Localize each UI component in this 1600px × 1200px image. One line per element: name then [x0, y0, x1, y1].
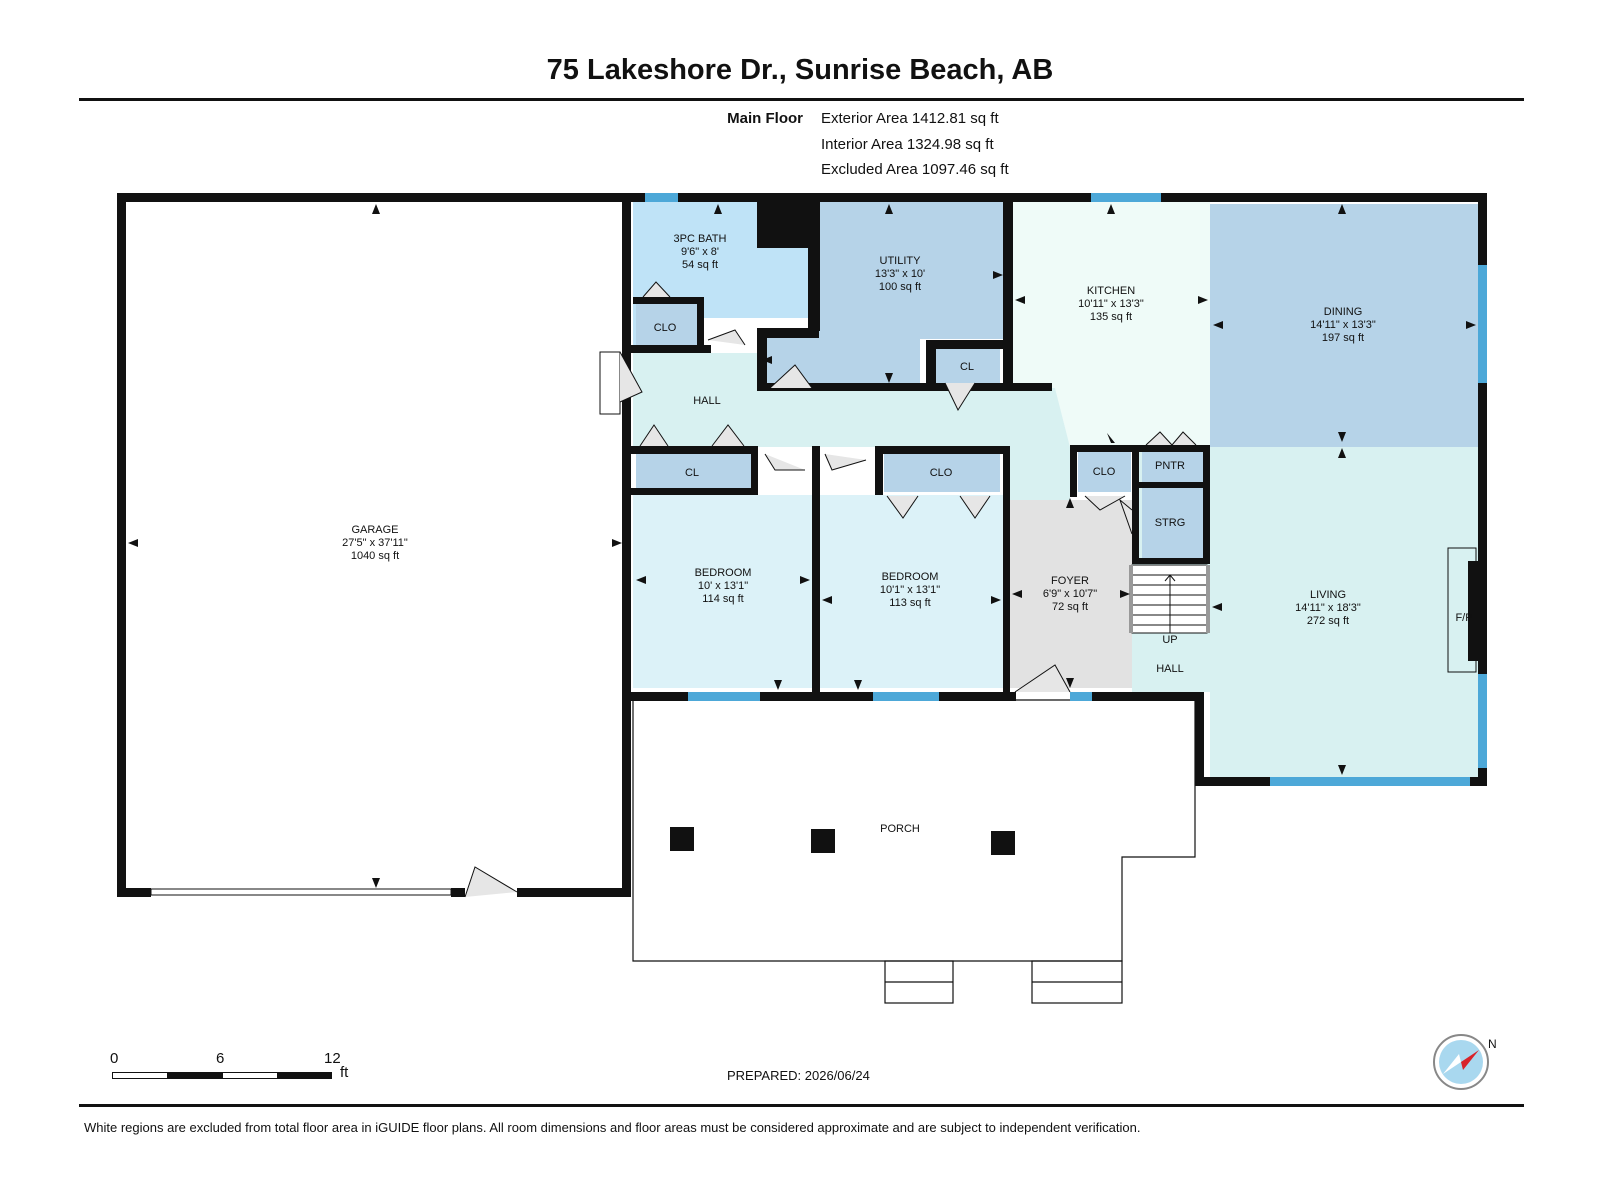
interior-area: Interior Area 1324.98 sq ft [821, 136, 994, 153]
kitchen-name: KITCHEN [1087, 285, 1135, 297]
foyer-dimensions: 6'9" x 10'7" [1043, 588, 1097, 600]
cl-utility-fill [934, 349, 1000, 385]
lower-hall-fill [1132, 632, 1212, 692]
kitchen-fill [1013, 201, 1210, 447]
foyer-area: 72 sq ft [1052, 601, 1088, 613]
bedroom1-dimensions: 10' x 13'1" [698, 580, 748, 592]
clo-bath-fill [636, 304, 698, 346]
excluded-area: Excluded Area 1097.46 sq ft [821, 161, 1009, 178]
living-name: LIVING [1310, 589, 1346, 601]
bedroom2-area: 113 sq ft [889, 597, 930, 609]
scale-tick-12: 12 [324, 1050, 341, 1067]
cl-hall-label: CL [685, 467, 699, 479]
utility-dimensions: 13'3" x 10' [875, 268, 925, 280]
door-swings [599, 281, 1197, 693]
stairs [1129, 564, 1210, 634]
pntr-label: PNTR [1155, 460, 1185, 472]
bedroom1-area: 114 sq ft [702, 593, 743, 605]
clo-bed2-fill [884, 454, 1000, 492]
dining-fill [1210, 204, 1480, 447]
footer-rule [79, 1104, 1524, 1107]
strg-label: STRG [1155, 517, 1186, 529]
dining-area: 197 sq ft [1322, 332, 1364, 344]
foyer-fill [1010, 500, 1132, 688]
utility-name: UTILITY [880, 255, 922, 267]
bedroom1-name: BEDROOM [695, 567, 752, 579]
page-title: 75 Lakeshore Dr., Sunrise Beach, AB [546, 54, 1054, 86]
garage-fill [123, 201, 625, 889]
floor-label: Main Floor [727, 110, 803, 127]
cl-hall-fill [636, 454, 753, 492]
prepared-date: PREPARED: 2026/06/24 [727, 1068, 870, 1083]
clo-foyer-fill [1078, 452, 1131, 492]
garage-side-door [464, 866, 518, 898]
fireplace [1447, 547, 1477, 673]
kitchen-area: 135 sq ft [1090, 311, 1132, 323]
living-fill [1132, 447, 1480, 778]
stairs-up-label: UP [1162, 634, 1177, 646]
hall-lower-label: HALL [1156, 663, 1184, 675]
title-rule [79, 98, 1524, 101]
garage-dimensions: 27'5" x 37'11" [342, 537, 408, 549]
garage-door [150, 888, 452, 896]
clo-foyer-label: CLO [1093, 466, 1116, 478]
bedroom1-fill [633, 495, 815, 688]
dining-dimensions: 14'11" x 13'3" [1310, 319, 1376, 331]
kitchen-dimensions: 10'11" x 13'3" [1078, 298, 1144, 310]
bath-dimensions: 9'6" x 8' [681, 246, 719, 258]
porch-post [991, 831, 1015, 855]
foyer-name: FOYER [1051, 575, 1089, 587]
bath-area: 54 sq ft [682, 259, 718, 271]
strg-fill [1142, 488, 1203, 560]
clo-bath-label: CLO [654, 322, 677, 334]
exterior-area: Exterior Area 1412.81 sq ft [821, 110, 999, 127]
bedroom2-dimensions: 10'1" x 13'1" [880, 584, 940, 596]
bath-name: 3PC BATH [674, 233, 727, 245]
scale-tick-6: 6 [216, 1050, 225, 1067]
cl-utility-label: CL [960, 361, 974, 373]
scale-bar: 0 6 12 ft [108, 1050, 349, 1081]
living-dimensions: 14'11" x 18'3" [1295, 602, 1361, 614]
utility-fill [820, 201, 1003, 339]
clo-bed2-label: CLO [930, 467, 953, 479]
porch-post [811, 829, 835, 853]
dining-name: DINING [1324, 306, 1363, 318]
pntr-fill [1142, 452, 1203, 482]
fireplace-label: F/P [1455, 612, 1472, 624]
windows [645, 193, 1487, 786]
porch-label: PORCH [880, 823, 920, 835]
scale-unit: ft [340, 1064, 349, 1081]
bedroom2-name: BEDROOM [882, 571, 939, 583]
scale-tick-0: 0 [110, 1050, 119, 1067]
hall-upper-label: HALL [693, 395, 721, 407]
garage-area: 1040 sq ft [351, 550, 399, 562]
porch-post [670, 827, 694, 851]
bedroom2-fill [820, 495, 1003, 688]
compass-icon: N [1433, 1034, 1497, 1090]
dimension-markers [128, 204, 1476, 888]
living-area: 272 sq ft [1307, 615, 1349, 627]
utility-area: 100 sq ft [879, 281, 921, 293]
disclaimer: White regions are excluded from total fl… [84, 1120, 1141, 1135]
compass-north-label: N [1488, 1037, 1497, 1051]
garage-name: GARAGE [351, 524, 398, 536]
